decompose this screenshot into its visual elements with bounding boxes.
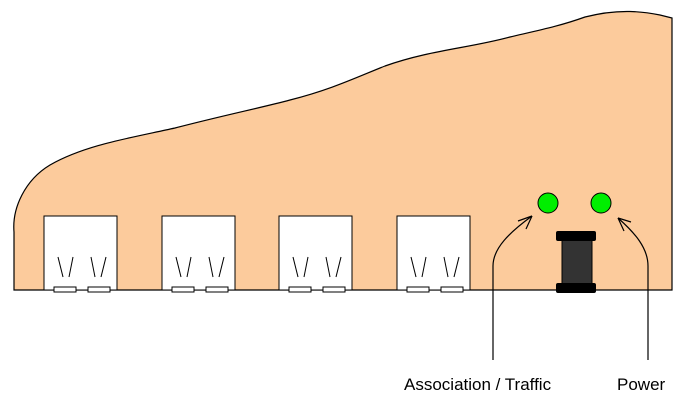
ethernet-port-icon — [161, 215, 236, 291]
ethernet-port-icon — [43, 215, 118, 291]
ethernet-port-4 — [396, 215, 471, 293]
ethernet-port-icon — [396, 215, 471, 291]
ethernet-port-1 — [43, 215, 118, 293]
power-callout — [617, 217, 649, 360]
power-jack-icon — [561, 237, 593, 285]
association-traffic-label: Association / Traffic — [404, 375, 552, 394]
ethernet-port-2 — [161, 215, 236, 293]
ethernet-port-3 — [278, 215, 353, 293]
association-traffic-led-icon — [537, 192, 559, 214]
ethernet-port-icon — [278, 215, 353, 291]
power-jack — [556, 231, 596, 293]
association-traffic-callout — [492, 215, 533, 360]
power-label: Power — [617, 375, 666, 394]
power-led-icon — [590, 192, 612, 214]
